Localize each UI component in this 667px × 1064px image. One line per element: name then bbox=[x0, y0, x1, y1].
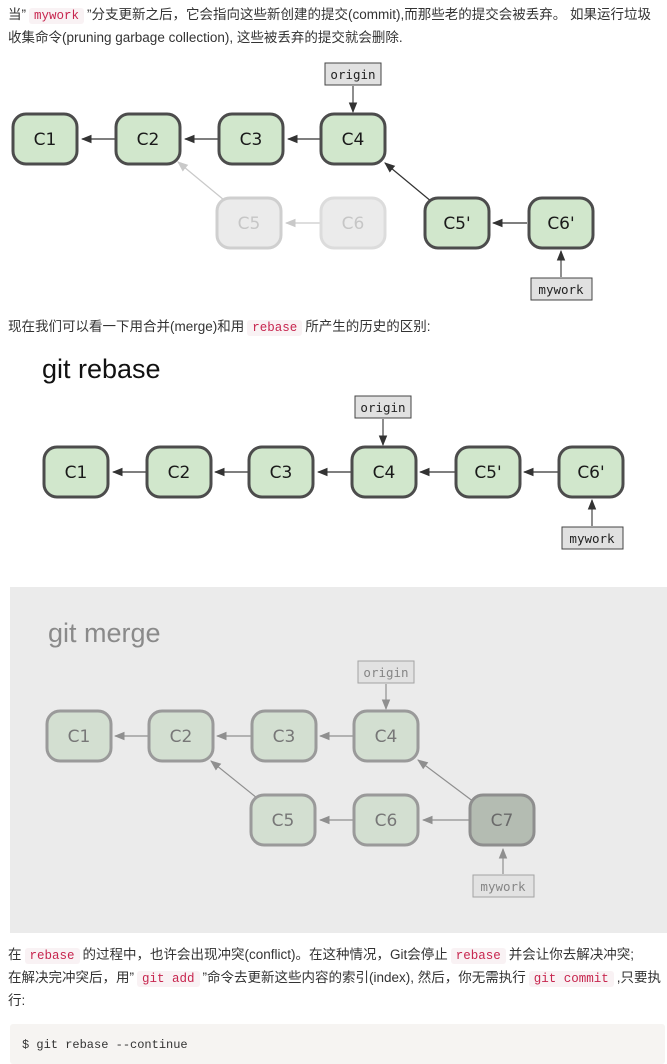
svg-text:mywork: mywork bbox=[569, 531, 615, 546]
code-block: $ git rebase --continue bbox=[10, 1024, 665, 1064]
svg-text:C6: C6 bbox=[375, 811, 398, 831]
origin-label: origin bbox=[324, 62, 382, 86]
conflict-text-3: 并会让你去解决冲突; bbox=[508, 947, 635, 962]
code-block-text: $ git rebase --continue bbox=[22, 1038, 188, 1052]
commit-node-c6: C6 bbox=[352, 793, 420, 847]
commit-node-c5-abandoned: C5 bbox=[215, 196, 283, 250]
svg-text:mywork: mywork bbox=[538, 282, 584, 297]
compare-text-1: 现在我们可以看一下用合并(merge)和用 bbox=[8, 319, 245, 334]
commit-node-c1: C1 bbox=[45, 709, 113, 763]
svg-text:C6': C6' bbox=[547, 214, 574, 234]
commit-node-c1: C1 bbox=[42, 445, 110, 499]
commit-node-c7-merge: C7 bbox=[468, 793, 536, 847]
diagram-abandoned-commits: origin C1 C2 C3 C4 C5 C6 C5' C6' bbox=[11, 62, 595, 301]
compare-text-2: 所产生的历史的区别: bbox=[305, 319, 431, 334]
inline-code-rebase: rebase bbox=[247, 320, 303, 336]
svg-text:origin: origin bbox=[360, 400, 405, 415]
svg-text:mywork: mywork bbox=[480, 879, 526, 894]
svg-text:C2: C2 bbox=[137, 130, 160, 150]
edge-c5-c2 bbox=[210, 760, 258, 799]
svg-text:origin: origin bbox=[330, 67, 375, 82]
origin-label: origin bbox=[357, 660, 415, 684]
commit-node-c2: C2 bbox=[147, 709, 215, 763]
commit-node-c6-abandoned: C6 bbox=[319, 196, 387, 250]
origin-label: origin bbox=[354, 395, 412, 419]
conflict-text-6: ,只要执行: bbox=[8, 970, 662, 1008]
commit-node-c2: C2 bbox=[145, 445, 213, 499]
svg-text:origin: origin bbox=[363, 665, 408, 680]
svg-text:C5': C5' bbox=[443, 214, 470, 234]
svg-text:C4: C4 bbox=[373, 463, 396, 483]
svg-text:C2: C2 bbox=[170, 727, 193, 747]
mywork-label: mywork bbox=[561, 526, 624, 550]
merge-diagram-title: git merge bbox=[48, 618, 161, 648]
edge-c7-c4 bbox=[417, 759, 475, 803]
svg-text:C1: C1 bbox=[34, 130, 57, 150]
intro-paragraph: 当”mywork”分支更新之后，它会指向这些新创建的提交(commit),而那些… bbox=[8, 4, 664, 49]
svg-text:C7: C7 bbox=[491, 811, 514, 831]
conflict-text-5: ”命令去更新这些内容的索引(index), 然后，你无需执行 bbox=[202, 970, 526, 985]
svg-text:C3: C3 bbox=[273, 727, 296, 747]
commit-node-c3: C3 bbox=[250, 709, 318, 763]
commit-node-c5-prime: C5' bbox=[454, 445, 522, 499]
commit-node-c6-prime: C6' bbox=[527, 196, 595, 250]
commit-node-c2: C2 bbox=[114, 112, 182, 166]
svg-text:C5: C5 bbox=[272, 811, 295, 831]
svg-text:C6': C6' bbox=[577, 463, 604, 483]
edge-c5-c2 bbox=[177, 161, 225, 201]
commit-node-c4: C4 bbox=[350, 445, 418, 499]
inline-code-rebase: rebase bbox=[24, 948, 80, 964]
commit-node-c4: C4 bbox=[352, 709, 420, 763]
conflict-text-4: 在解决完冲突后，用” bbox=[8, 970, 134, 985]
diagram-git-merge: git merge origin C1 C2 C3 C4 C5 C6 C7 bbox=[10, 587, 667, 933]
inline-code-git-add: git add bbox=[137, 971, 200, 987]
inline-code-rebase-2: rebase bbox=[450, 948, 506, 964]
mywork-label: mywork bbox=[530, 277, 593, 301]
svg-text:C5': C5' bbox=[474, 463, 501, 483]
commit-node-c4: C4 bbox=[319, 112, 387, 166]
merge-diagram-background bbox=[10, 587, 667, 933]
inline-code-mywork: mywork bbox=[29, 8, 85, 24]
svg-text:C1: C1 bbox=[68, 727, 91, 747]
svg-text:C5: C5 bbox=[238, 214, 261, 234]
intro-text-2: ”分支更新之后，它会指向这些新创建的提交(commit),而那些老的提交会被丢弃… bbox=[8, 7, 652, 45]
diagram-git-rebase: git rebase origin C1 C2 C3 C4 C5' C6' my… bbox=[42, 354, 625, 550]
mywork-label: mywork bbox=[472, 874, 535, 898]
svg-text:C3: C3 bbox=[270, 463, 293, 483]
conflict-text-2: 的过程中，也许会出现冲突(conflict)。在这种情况，Git会停止 bbox=[82, 947, 448, 962]
edge-c5p-c4 bbox=[384, 162, 433, 203]
commit-node-c5-prime: C5' bbox=[423, 196, 491, 250]
svg-text:C2: C2 bbox=[168, 463, 191, 483]
svg-text:C3: C3 bbox=[240, 130, 263, 150]
commit-node-c5: C5 bbox=[249, 793, 317, 847]
svg-text:C4: C4 bbox=[342, 130, 365, 150]
svg-text:C1: C1 bbox=[65, 463, 88, 483]
commit-node-c1: C1 bbox=[11, 112, 79, 166]
conflict-text-1: 在 bbox=[8, 947, 22, 962]
inline-code-git-commit: git commit bbox=[528, 971, 614, 987]
rebase-diagram-title: git rebase bbox=[42, 354, 161, 384]
commit-node-c3: C3 bbox=[247, 445, 315, 499]
svg-text:C6: C6 bbox=[342, 214, 365, 234]
commit-node-c6-prime: C6' bbox=[557, 445, 625, 499]
commit-node-c3: C3 bbox=[217, 112, 285, 166]
intro-text-1: 当” bbox=[8, 7, 26, 22]
svg-text:C4: C4 bbox=[375, 727, 398, 747]
